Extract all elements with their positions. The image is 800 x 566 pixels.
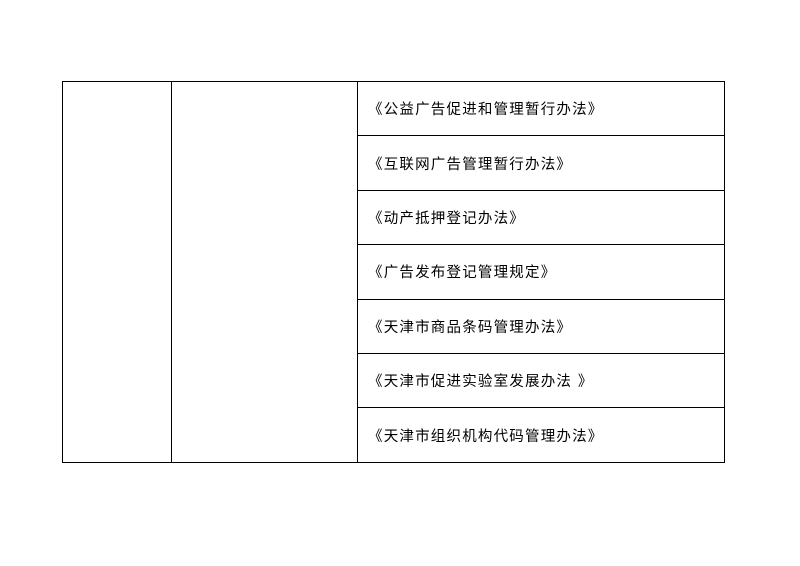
regulation-cell: 《广告发布登记管理规定》 — [357, 244, 725, 300]
category-cell — [62, 81, 172, 463]
regulation-cell: 《互联网广告管理暂行办法》 — [357, 135, 725, 191]
table-row: 《天津市商品条码管理办法》 — [63, 298, 725, 354]
subcategory-cell — [171, 81, 358, 463]
table-row: 《公益广告促进和管理暂行办法》 — [62, 80, 725, 463]
regulation-table: 《公益广告促进和管理暂行办法》 《互联网广告管理暂行办法》 《动产抵押登记办法》… — [62, 80, 725, 463]
regulation-cell: 《动产抵押登记办法》 — [357, 189, 725, 246]
table-row: 《天津市促进实验室发展办法 》 — [63, 352, 725, 409]
regulation-cell: 《天津市促进实验室发展办法 》 — [357, 352, 725, 409]
regulation-cell: 《天津市组织机构代码管理办法》 — [357, 407, 725, 463]
regulation-cell: 《天津市商品条码管理办法》 — [357, 298, 725, 354]
table-row: 《互联网广告管理暂行办法》 — [63, 135, 725, 191]
regulation-cell: 《公益广告促进和管理暂行办法》 — [357, 80, 725, 137]
table-row: 《动产抵押登记办法》 — [63, 189, 725, 246]
table-row: 《天津市组织机构代码管理办法》 — [63, 407, 725, 463]
